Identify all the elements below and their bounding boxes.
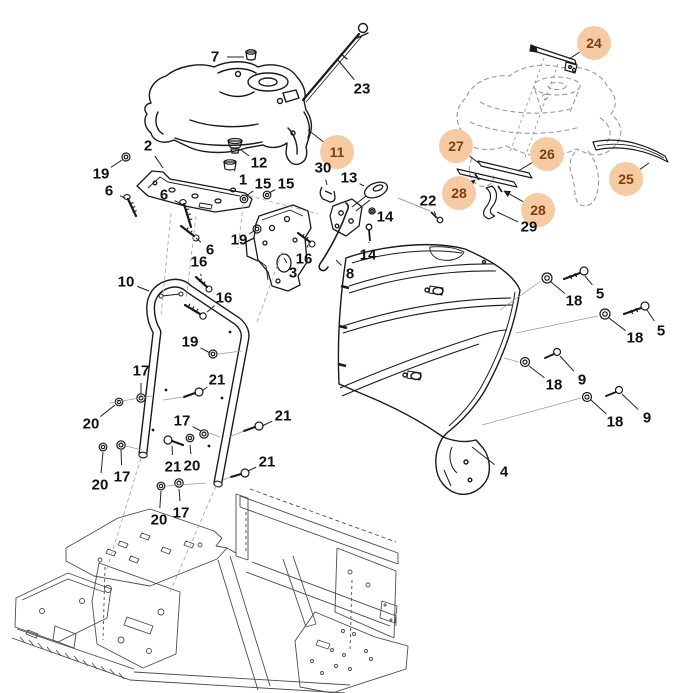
- part-callout-20: 20: [91, 476, 109, 494]
- part-callout-16: 16: [295, 250, 313, 268]
- part-callout-23: 23: [353, 80, 371, 98]
- part-callout-21: 21: [274, 407, 292, 425]
- part-callout-15: 15: [277, 175, 295, 193]
- plug-part12-grommet-part1: [223, 137, 243, 171]
- part-callout-18: 18: [565, 292, 583, 310]
- part-callout-14: 14: [359, 246, 377, 264]
- part-callout-6: 6: [104, 182, 114, 200]
- part-callout-18: 18: [545, 376, 563, 394]
- steering-bracket-part3: [245, 204, 312, 292]
- screws-part16: [183, 231, 316, 320]
- part-callout-29: 29: [520, 218, 538, 236]
- part-callout-22: 22: [419, 192, 437, 210]
- part-callout-5: 5: [656, 322, 666, 340]
- part-callout-7: 7: [210, 48, 220, 66]
- part-callout-1: 1: [238, 171, 248, 189]
- part-callout-17: 17: [132, 362, 150, 380]
- handlebar-part10: [138, 278, 250, 488]
- trim-strips-parts25-29: [456, 139, 669, 220]
- alignment-lines: [109, 280, 599, 487]
- cover-panel-part4: [337, 243, 521, 496]
- part-callout-12: 12: [250, 154, 268, 172]
- part-callout-10: 10: [117, 273, 135, 291]
- part-callout-5: 5: [595, 285, 605, 303]
- dipstick-part23: [301, 22, 369, 103]
- part-callout-16: 16: [215, 289, 233, 307]
- panel-fasteners-5-9-18: [519, 266, 650, 403]
- part-callout-16: 16: [190, 253, 208, 271]
- screws-part6: [123, 194, 200, 242]
- part-callout-21: 21: [208, 371, 226, 389]
- part-callout-8: 8: [345, 265, 355, 283]
- part-callout-13: 13: [340, 169, 358, 187]
- part-callout-11[interactable]: 11: [320, 135, 354, 169]
- part-callout-20: 20: [183, 457, 201, 475]
- part-callout-17: 17: [172, 504, 190, 522]
- cap-part7: [245, 49, 257, 61]
- part-callout-30: 30: [314, 159, 332, 177]
- part-callout-25[interactable]: 25: [609, 162, 643, 196]
- part-callout-19: 19: [92, 165, 110, 183]
- part-callout-21: 21: [164, 458, 182, 476]
- part-callout-18: 18: [606, 413, 624, 431]
- part-callout-26[interactable]: 26: [530, 137, 564, 171]
- part-callout-28[interactable]: 28: [442, 176, 476, 210]
- part-callout-28[interactable]: 28: [521, 193, 555, 227]
- strip-part24: [529, 44, 578, 74]
- part-callout-24[interactable]: 24: [577, 26, 611, 60]
- part-callout-15: 15: [254, 175, 272, 193]
- part-callout-3: 3: [288, 264, 298, 282]
- clip-part30: [319, 186, 336, 203]
- part-callout-20: 20: [82, 415, 100, 433]
- part-callout-9: 9: [577, 371, 587, 389]
- part-callout-4: 4: [499, 463, 509, 481]
- part-callout-19: 19: [181, 333, 199, 351]
- part-callout-19: 19: [230, 231, 248, 249]
- part-callout-27[interactable]: 27: [439, 129, 473, 163]
- choke-rod-part8: [318, 202, 350, 272]
- part-callout-2: 2: [143, 137, 153, 155]
- part-callout-20: 20: [150, 511, 168, 529]
- support-bracket-part2: [136, 170, 253, 213]
- chassis-frame: [11, 488, 409, 693]
- part-callout-6: 6: [159, 186, 169, 204]
- projection-lines: [105, 193, 319, 593]
- part-callout-14: 14: [376, 208, 394, 226]
- part-callout-17: 17: [173, 412, 191, 430]
- fuel-tank-part11: [144, 61, 313, 166]
- part-callout-21: 21: [258, 453, 276, 471]
- part-callout-9: 9: [642, 409, 652, 427]
- part-callout-17: 17: [113, 468, 131, 486]
- part-callout-18: 18: [626, 329, 644, 347]
- part-callout-6: 6: [205, 241, 215, 259]
